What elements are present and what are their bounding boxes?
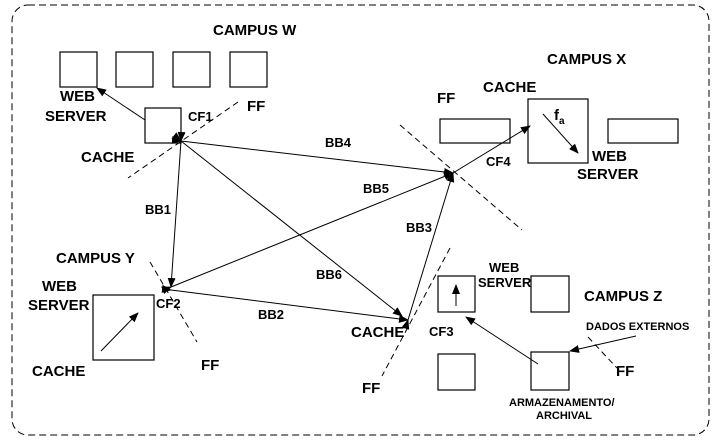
arrow-storage-to-webserver bbox=[465, 316, 539, 365]
campus-z-ff-label: FF bbox=[362, 380, 380, 397]
bb3-label: BB3 bbox=[406, 220, 432, 235]
campus-x-cache-label: CACHE bbox=[483, 79, 536, 96]
link-bb6 bbox=[171, 132, 403, 317]
diagram-border bbox=[11, 4, 710, 436]
bb5-label: BB5 bbox=[363, 181, 389, 196]
firewall-w bbox=[127, 101, 239, 179]
cf1-label: CF1 bbox=[188, 109, 213, 124]
campus-y-ff-label: FF bbox=[201, 357, 219, 374]
campus-x-node-left bbox=[439, 118, 511, 144]
storage-label-line2: ARCHIVAL bbox=[536, 410, 592, 422]
campus-y-web-label: WEB bbox=[42, 278, 77, 295]
firewall-external bbox=[587, 336, 618, 369]
campus-w-label: CAMPUS W bbox=[213, 22, 297, 39]
campus-w-cache-box bbox=[144, 107, 182, 144]
link-bb3 bbox=[401, 172, 455, 330]
campus-y-cache-label: CACHE bbox=[32, 363, 85, 380]
link-bb1 bbox=[167, 131, 186, 288]
external-data-label: DADOS EXTERNOS bbox=[586, 321, 689, 333]
fa-subscript: a bbox=[559, 116, 565, 127]
bb4-label: BB4 bbox=[325, 135, 352, 150]
campus-x-label: CAMPUS X bbox=[547, 51, 626, 68]
bb6-label: BB6 bbox=[316, 267, 342, 282]
campus-w-ff-label: FF bbox=[247, 98, 265, 115]
campus-x-fa-label: fa bbox=[554, 107, 565, 127]
storage-label-line1: ARMAZENAMENTO/ bbox=[509, 397, 615, 409]
arrow-cf1-to-webserver bbox=[96, 87, 146, 121]
bb1-label: BB1 bbox=[145, 202, 171, 217]
campus-z-node-bottom bbox=[437, 353, 476, 391]
bb2-label: BB2 bbox=[258, 307, 284, 322]
firewall-x bbox=[399, 124, 523, 231]
link-bb4 bbox=[171, 135, 454, 176]
fa-base: f bbox=[554, 107, 560, 124]
campus-z-node-right bbox=[530, 275, 570, 313]
campus-w-node-3 bbox=[172, 51, 211, 88]
campus-w-web-label: WEB bbox=[60, 88, 95, 105]
arrow-cf4-to-cache bbox=[452, 125, 531, 174]
campus-w-cache-label: CACHE bbox=[81, 149, 134, 166]
campus-z-label: CAMPUS Z bbox=[584, 288, 662, 305]
campus-w-node-1 bbox=[59, 51, 98, 88]
cf2-label: CF2 bbox=[156, 296, 181, 311]
arrow-y-cache-inside bbox=[100, 312, 139, 352]
campus-y-server-label: SERVER bbox=[28, 297, 90, 314]
cf3-label: CF3 bbox=[429, 324, 454, 339]
firewall-y bbox=[149, 261, 198, 343]
campus-x-ff-label: FF bbox=[437, 90, 455, 107]
campus-w-node-4 bbox=[229, 51, 268, 88]
campus-w-node-2 bbox=[115, 51, 154, 88]
campus-x-web-label: WEB bbox=[592, 148, 627, 165]
campus-x-server-label: SERVER bbox=[577, 166, 639, 183]
campus-z-cache-label: CACHE bbox=[351, 324, 404, 341]
campus-z-web-label: WEB bbox=[489, 260, 519, 275]
campus-z-storage-box bbox=[530, 351, 570, 391]
external-ff-label: FF bbox=[616, 363, 634, 380]
campus-y-label: CAMPUS Y bbox=[56, 250, 135, 267]
campus-x-node-right bbox=[607, 118, 679, 144]
cf4-label: CF4 bbox=[486, 154, 511, 169]
campus-z-server-label: SERVER bbox=[478, 275, 532, 290]
arrow-fa-inside bbox=[542, 113, 579, 154]
arrow-external-data bbox=[569, 335, 637, 353]
link-bb2 bbox=[161, 284, 409, 323]
campus-w-server-label: SERVER bbox=[45, 108, 107, 125]
